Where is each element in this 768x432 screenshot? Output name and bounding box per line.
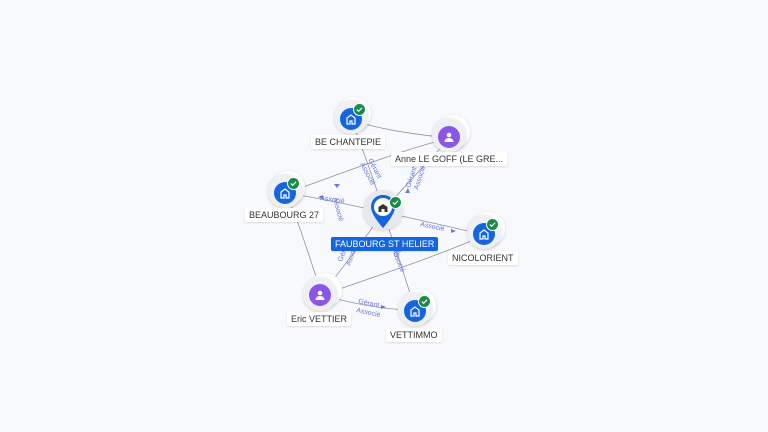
arrow-beaubourg xyxy=(318,195,323,199)
edge-label-gerant-5: Gérant xyxy=(358,298,380,309)
edge-label-associe-4: Associé xyxy=(420,221,446,233)
edge-eric-nicolorient xyxy=(321,234,486,296)
arrow-anne xyxy=(405,188,410,193)
node-nicolorient[interactable] xyxy=(466,212,506,254)
edge-label-associe-3: Associé xyxy=(320,195,345,205)
node-beaubourg-27[interactable] xyxy=(267,171,307,213)
verified-check-icon xyxy=(389,196,402,209)
arrow-be-chantepie xyxy=(334,184,340,188)
node-be-chantepie[interactable] xyxy=(333,97,373,139)
arrow-vettimmo xyxy=(381,305,386,309)
verified-check-icon xyxy=(486,218,499,231)
verified-check-icon xyxy=(287,177,300,190)
node-faubourg-st-helier[interactable] xyxy=(363,190,407,240)
node-label-nicolorient[interactable]: NICOLORIENT xyxy=(448,251,518,265)
node-label-vettimmo[interactable]: VETTIMMO xyxy=(386,328,442,342)
verified-check-icon xyxy=(418,295,431,308)
person-icon xyxy=(438,126,460,148)
node-vettimmo[interactable] xyxy=(397,289,437,331)
arrow-nicolorient xyxy=(451,229,456,233)
node-label-be-chantepie[interactable]: BE CHANTEPIE xyxy=(311,135,386,149)
node-label-faubourg-st-helier[interactable]: FAUBOURG ST HELIER xyxy=(331,237,439,251)
node-label-anne-le-goff[interactable]: Anne LE GOFF (LE GRE... xyxy=(391,152,508,166)
node-anne-le-goff[interactable] xyxy=(431,115,471,157)
edge-label-associe-7: Associé xyxy=(390,248,406,273)
node-label-beaubourg-27[interactable]: BEAUBOURG 27 xyxy=(245,208,324,222)
node-eric-vettier[interactable] xyxy=(302,273,342,315)
verified-check-icon xyxy=(353,103,366,116)
person-icon xyxy=(309,284,331,306)
node-label-eric-vettier[interactable]: Eric VETTIER xyxy=(287,312,352,326)
edge-label-associe-8: Associé xyxy=(356,307,382,319)
